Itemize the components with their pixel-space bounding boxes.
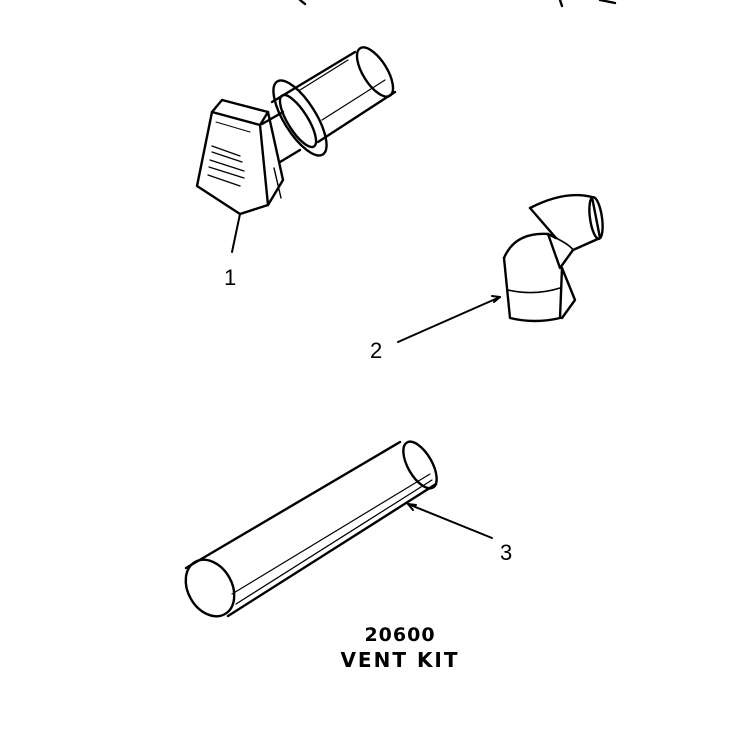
callout-3: 3 [500, 540, 513, 565]
callout-1: 1 [224, 265, 237, 290]
part-1-vent-hood [195, 46, 397, 253]
kit-name: VENT KIT [340, 648, 460, 672]
callout-2: 2 [370, 338, 383, 363]
part-2-elbow [397, 193, 604, 343]
kit-number: 20600 [364, 624, 436, 646]
top-edge-marks [298, 0, 617, 8]
part-3-vent-pipe [184, 440, 493, 618]
